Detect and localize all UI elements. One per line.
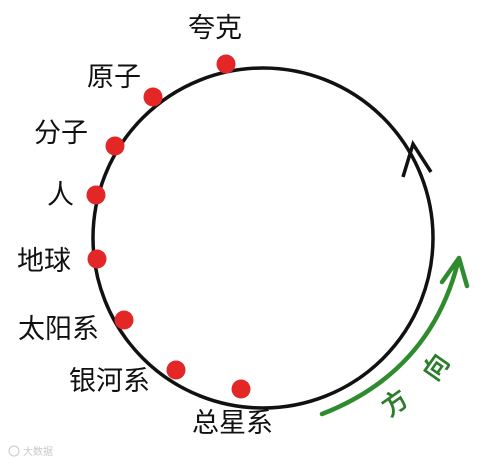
node-dot-galaxy: [166, 360, 186, 380]
node-dot-universe: [231, 379, 251, 399]
label-universe: 总星系: [192, 408, 273, 439]
label-human: 人: [47, 180, 74, 211]
direction-arrowhead: [439, 255, 470, 289]
node-dot-quark: [216, 54, 236, 74]
direction-label-char-2: 向: [417, 349, 455, 386]
watermark-text: 大数据: [23, 445, 53, 458]
direction-arrow: [319, 259, 461, 417]
label-molecule: 分子: [34, 118, 88, 149]
watermark: 大数据: [8, 445, 53, 458]
label-earth: 地球: [17, 246, 71, 277]
node-dot-solar-system: [114, 310, 134, 330]
node-dot-atom: [143, 87, 163, 107]
label-quark: 夸克: [188, 13, 242, 44]
label-galaxy: 银河系: [69, 366, 150, 397]
watermark-icon: [8, 445, 20, 457]
circle-direction-arrowhead: [401, 139, 433, 178]
label-atom: 原子: [87, 62, 141, 93]
node-dot-molecule: [105, 136, 125, 156]
label-solar-system: 太阳系: [18, 314, 99, 345]
node-dot-human: [86, 185, 106, 205]
scale-circle: [91, 66, 435, 410]
node-dot-earth: [87, 249, 107, 269]
direction-label-char-1: 方: [377, 384, 414, 422]
